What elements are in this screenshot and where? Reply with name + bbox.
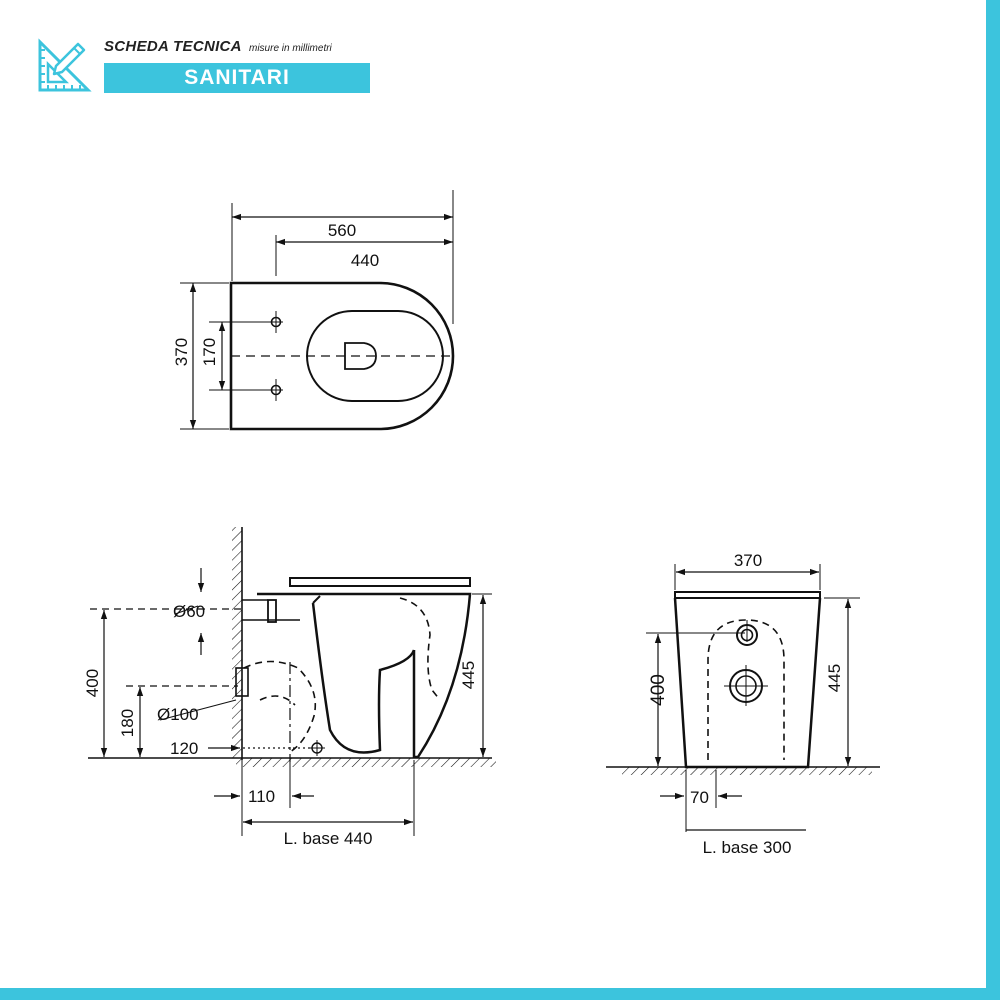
header: SCHEDA TECNICA misure in millimetri SANI… [34,36,374,98]
dim-top-width-total: 370 [172,338,191,366]
side-view [88,527,496,836]
top-view [180,190,455,431]
top-view-bowl [306,310,444,402]
dim-side-outlet-offset: 120 [170,739,198,758]
front-seat [674,591,821,599]
wall-hatch [232,527,242,759]
dim-front-inlet-height: 400 [648,674,669,706]
dim-front-base-width: L. base 300 [703,838,792,857]
ruler-pencil-icon [38,38,92,92]
front-floor-hatch [622,767,872,775]
header-subtitle: misure in millimetri [249,43,332,54]
top-view-outline [229,281,455,431]
front-view [606,564,880,832]
dim-front-base-gap: 70 [690,788,709,807]
dim-top-fixing-spacing: 170 [200,338,219,366]
front-body-outline [673,597,822,769]
dim-side-outlet-diameter: Ø100 [157,705,199,724]
internal-trap-dashed [399,597,441,701]
dim-top-length-fixing: 440 [351,251,379,270]
category-band: SANITARI [104,63,370,93]
frame-border-right [986,0,1000,1000]
seat-lid [289,577,471,587]
header-title-main: SCHEDA TECNICA [104,38,242,55]
frame-border-bottom [0,988,1000,1000]
dim-side-inlet-diameter: Ø60 [173,602,205,621]
dim-side-wall-gap: 110 [248,787,275,806]
side-body-outline [257,592,472,759]
header-title: SCHEDA TECNICA misure in millimetri [104,38,332,55]
dim-side-height-total: 445 [459,661,478,689]
outlet-connector [235,667,249,697]
front-internal-dashed [707,619,785,760]
dim-side-outlet-height: 180 [118,709,137,737]
dim-side-drain-height: 400 [83,669,102,697]
dim-front-width-total: 370 [734,551,762,570]
dim-top-length-total: 560 [328,221,356,240]
dim-side-base-length: L. base 440 [284,829,373,848]
dim-front-height-total: 445 [825,664,844,692]
floor-hatch [236,758,496,767]
inlet-pipe [267,599,277,623]
top-view-drain-icon [344,342,377,370]
